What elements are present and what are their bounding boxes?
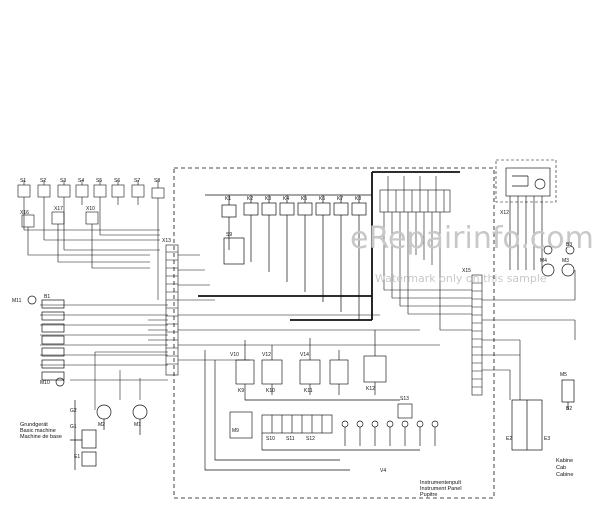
svg-text:Cab: Cab (556, 465, 566, 471)
lower-switch-strip (204, 350, 439, 471)
label-relay: K3 (265, 196, 271, 202)
right-motors (511, 245, 575, 451)
label-relay: K1 (225, 196, 231, 202)
label-switch: S6 (114, 178, 120, 184)
label-motor: M10 (40, 380, 50, 386)
svg-text:Instrument Panel: Instrument Panel (420, 486, 462, 492)
left-component-stack (27, 295, 148, 470)
label-diode: V12 (262, 352, 271, 358)
label-diode: V14 (300, 352, 309, 358)
label-switch: S13 (400, 396, 409, 402)
label-switch: S10 (266, 436, 275, 442)
label-relay: K11 (304, 388, 313, 394)
label-motor: M2 (98, 422, 105, 428)
label-sensor: E1 (74, 454, 80, 460)
label-motor: M11 (12, 298, 22, 304)
label-sensor: E3 (544, 436, 550, 442)
zone-cab: Kabine Cab Cabine (556, 458, 573, 478)
central-connector (165, 244, 440, 376)
watermark-site: eRepairinfo.com (350, 221, 594, 256)
label-switch: S4 (78, 178, 84, 184)
label-switch: S12 (306, 436, 315, 442)
label-relay: K6 (319, 196, 325, 202)
label-terminal: X13 (162, 238, 171, 244)
label-relay: K9 (238, 388, 244, 394)
svg-text:Machine de base: Machine de base (20, 434, 62, 440)
label-sensor: B2 (566, 406, 572, 412)
left-bus-wires (24, 229, 168, 410)
label-relay: K4 (283, 196, 289, 202)
label-switch: S2 (40, 178, 46, 184)
label-switch: S7 (134, 178, 140, 184)
label-terminal: X12 (500, 210, 509, 216)
svg-text:Basic machine: Basic machine (20, 428, 56, 434)
top-relay-row (205, 194, 372, 320)
zone-base-machine: Grundgerät Basic machine Machine de base (20, 422, 62, 440)
label-relay: K12 (366, 386, 375, 392)
label-terminal: X10 (86, 206, 95, 212)
fuse-block (379, 176, 451, 270)
label-switch: S3 (60, 178, 66, 184)
label-switch: S8 (154, 178, 160, 184)
label-terminal: X15 (462, 268, 471, 274)
label-switch: S1 (20, 178, 26, 184)
watermark-notice: Watermark only on this sample (375, 272, 547, 285)
label-sensor: G1 (70, 424, 77, 430)
zone-instrument-panel: Instrumentenpult Instrument Panel Pupitr… (420, 480, 462, 498)
svg-text:Grundgerät: Grundgerät (20, 422, 48, 428)
instrument-panel-boundary (173, 167, 495, 499)
top-left-switch-row (17, 180, 165, 269)
label-sensor: E2 (506, 436, 512, 442)
svg-text:Cabine: Cabine (556, 472, 573, 478)
right-connector-column (383, 235, 576, 400)
label-relay: K2 (247, 196, 253, 202)
label-diode: V10 (230, 352, 239, 358)
label-motor: M3 (562, 258, 569, 264)
power-feeds (198, 171, 460, 321)
component-labels: M11 M10 M2 M1 M9 M4 M3 M5 X16 X17 X10 X1… (12, 178, 572, 474)
label-relay: K7 (337, 196, 343, 202)
label-motor: M4 (540, 258, 547, 264)
label-sensor: B1 (44, 294, 50, 300)
label-motor: M1 (134, 422, 141, 428)
label-motor: M9 (232, 428, 239, 434)
svg-text:Pupitre: Pupitre (420, 492, 437, 498)
cab-module (505, 167, 551, 270)
label-sensor: B3 (566, 242, 572, 248)
label-terminal: X16 (20, 210, 29, 216)
label-diode: V4 (380, 468, 386, 474)
label-switch: S11 (286, 436, 295, 442)
label-switch: S5 (96, 178, 102, 184)
svg-text:Kabine: Kabine (556, 458, 573, 464)
label-relay: K5 (301, 196, 307, 202)
svg-text:Instrumentenpult: Instrumentenpult (420, 480, 461, 486)
label-motor: M5 (560, 372, 567, 378)
label-relay: K10 (266, 388, 275, 394)
label-relay: K8 (355, 196, 361, 202)
label-sensor: G2 (70, 408, 77, 414)
mid-relay-cluster (235, 330, 400, 401)
label-terminal: X17 (54, 206, 63, 212)
label-switch: S9 (226, 232, 232, 238)
